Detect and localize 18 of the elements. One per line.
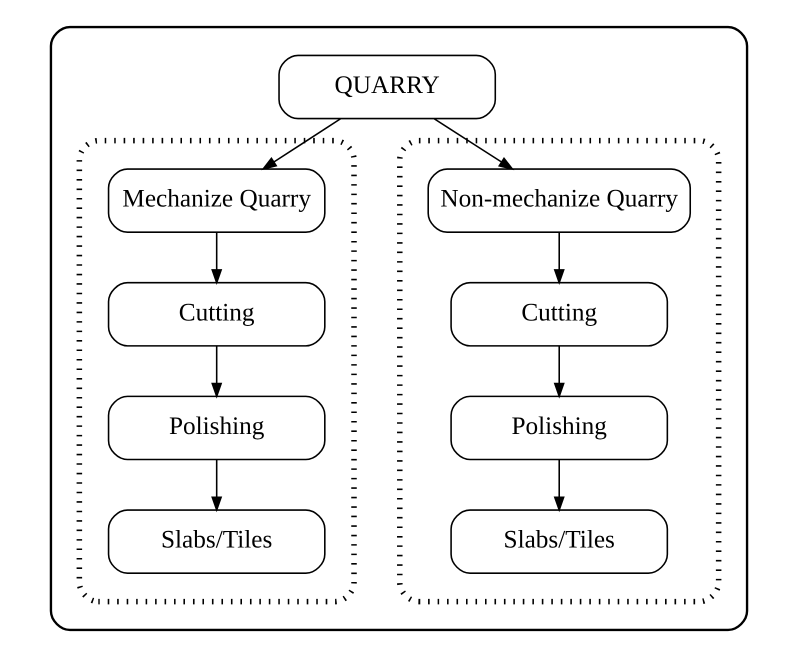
node-box: Slabs/Tiles <box>450 509 668 574</box>
arrow <box>554 460 565 512</box>
arrow <box>554 232 565 285</box>
cluster <box>50 26 748 632</box>
arrow <box>211 232 222 285</box>
node-box: Mechanize Quarry <box>108 168 326 233</box>
arrow <box>554 346 565 399</box>
node-box: QUARRY <box>278 54 496 120</box>
node-box: Polishing <box>108 396 326 460</box>
node-box: Cutting <box>108 282 326 347</box>
node-box: Slabs/Tiles <box>108 509 326 574</box>
node-box: Non-mechanize Quarry <box>427 168 692 233</box>
node-box: Polishing <box>450 396 668 460</box>
node-box: Cutting <box>450 282 668 347</box>
arrow <box>211 460 222 512</box>
cluster <box>76 138 357 604</box>
arrow <box>211 346 222 399</box>
cluster <box>397 138 722 604</box>
